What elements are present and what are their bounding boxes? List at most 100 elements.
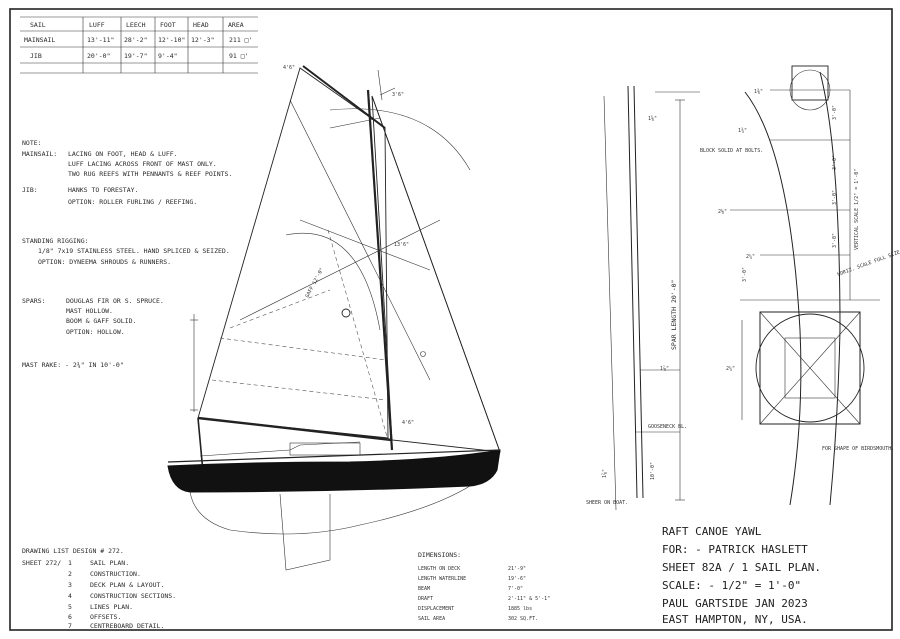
jaw-note: FOR SHAPE OF BIRDSMOUTH. — [822, 446, 894, 452]
mizzen-dim: 2⅛" — [718, 208, 727, 215]
sail-table-cell: 19'-7" — [124, 52, 147, 60]
mast-mid-label: 13'6" — [394, 242, 409, 248]
spars-note: BOOM & GAFF SOLID. — [66, 317, 136, 325]
drawing-list-item: CONSTRUCTION. — [90, 570, 141, 578]
dimension-value: 21'-9" — [508, 566, 526, 572]
drawing-list: DRAWING LIST DESIGN # 272. SHEET 272/ 1 … — [22, 547, 176, 630]
sail-table-header: SAIL — [30, 21, 46, 29]
drawing-list-no: 3 — [68, 581, 72, 589]
drawing-list-title: DRAWING LIST DESIGN # 272. — [22, 547, 124, 555]
mizzen-detail: 1⅜" 1¾" 2⅛" 2¼" 2¼" BLOCK SOLID AT BOLTS… — [700, 65, 900, 506]
dimension-label: DISPLACEMENT — [418, 606, 454, 612]
mizzen-top-dim: 1⅜" — [754, 88, 763, 95]
spars-label: SPARS: — [22, 297, 45, 305]
title-location: EAST HAMPTON, NY, USA. — [662, 613, 808, 626]
spars-note: DOUGLAS FIR OR S. SPRUCE. — [66, 297, 164, 305]
dimension-label: SAIL AREA — [418, 616, 445, 622]
mizzen-spacing: 3'-0" — [742, 267, 748, 282]
drawing-list-no: 1 — [68, 559, 72, 567]
drawing-list-no: 5 — [68, 603, 72, 611]
drawing-list-item: OFFSETS. — [90, 613, 121, 621]
sail-table: SAIL LUFF LEECH FOOT HEAD AREA MAINSAIL … — [20, 16, 258, 74]
block-note: BLOCK SOLID AT BOLTS. — [700, 148, 763, 154]
sail-table-cell: MAINSAIL — [24, 36, 55, 44]
mizzen-spacing: 3'-0" — [832, 190, 838, 205]
dimension-value: 19'-6" — [508, 576, 526, 582]
boom-end-label: 4'6" — [402, 420, 414, 426]
mizzen-dim: 2¼" — [726, 366, 735, 372]
sail-table-header: AREA — [228, 21, 244, 29]
jib-label: JIB: — [22, 186, 38, 194]
sail-table-cell: 12'-10" — [158, 36, 185, 44]
vertical-scale-label: VERTICAL SCALE 1/2" = 1'-0" — [854, 169, 860, 250]
mizzen-spacing: 3'-0" — [832, 233, 838, 248]
mainsail-label: MAINSAIL: — [22, 150, 57, 158]
sail-plan-drawing: GAFF 12'-0" 4'6" 3'6" 13'6" 4'6" — [167, 65, 501, 571]
drawing-list-no: 2 — [68, 570, 72, 578]
sail-table-header: FOOT — [160, 21, 176, 29]
dimension-label: LENGTH ON DECK — [418, 566, 460, 572]
drawing-list-no: 6 — [68, 613, 72, 621]
mast-mid-dim: 1⅞" — [660, 365, 669, 372]
spars-note: MAST HOLLOW. — [66, 307, 113, 315]
sail-table-header: LUFF — [89, 21, 105, 29]
spar-length-label: SPAR LENGTH 20'-0" — [670, 280, 678, 350]
mast-top-dim: 1⅝" — [648, 115, 657, 122]
drawing-list-item: DECK PLAN & LAYOUT. — [90, 581, 164, 589]
dimension-value: 7'-0" — [508, 586, 523, 592]
dimension-value: 1885 lbs — [508, 606, 532, 612]
mast-rake-note: MAST RAKE: - 2¾" IN 10'-0" — [22, 361, 124, 369]
dimension-label: BEAM — [418, 586, 430, 592]
mainsail-note: LUFF LACING ACROSS FRONT OF MAST ONLY. — [68, 160, 217, 168]
dimensions-title: DIMENSIONS: — [418, 551, 461, 559]
mast-base-dim: 10'-0" — [650, 462, 656, 480]
jib-note: HANKS TO FORESTAY. — [68, 186, 138, 194]
hull-profile — [167, 449, 501, 493]
drawing-list-no: 4 — [68, 592, 72, 600]
title-client: FOR: - PATRICK HASLETT — [662, 543, 808, 556]
drawing-list-item: SAIL PLAN. — [90, 559, 129, 567]
dimension-label: LENGTH WATERLINE — [418, 576, 466, 582]
horiz-scale-label: HORIZ. SCALE FULL SIZE. — [837, 249, 900, 278]
dimension-value: 302 SQ.FT. — [508, 616, 538, 622]
sail-table-cell: 211 □' — [229, 36, 252, 44]
sail-table-cell: 28'-2" — [124, 36, 147, 44]
gooseneck-label: GOOSENECK BL. — [648, 424, 687, 430]
sail-table-cell: 91 □' — [229, 52, 249, 60]
dimensions-block: DIMENSIONS: LENGTH ON DECK 21'-9" LENGTH… — [418, 551, 550, 622]
drawing-list-item: CENTREBOARD DETAIL. — [90, 622, 164, 630]
sail-table-header: HEAD — [193, 21, 209, 29]
title-sheet: SHEET 82A / 1 SAIL PLAN. — [662, 561, 821, 574]
gaff-label: GAFF 12'-0" — [304, 267, 325, 299]
dimension-label: DRAFT — [418, 596, 433, 602]
sail-table-cell: 9'-4" — [158, 52, 178, 60]
rigging-note: OPTION: DYNEEMA SHROUDS & RUNNERS. — [38, 258, 171, 266]
title-block: RAFT CANOE YAWL FOR: - PATRICK HASLETT S… — [662, 525, 821, 626]
sheet-border — [9, 8, 893, 631]
jib-note: OPTION: ROLLER FURLING / REEFING. — [68, 198, 197, 206]
sheer-label: SHEER ON BOAT. — [586, 500, 628, 506]
mizzen-spacing: 3'-0" — [832, 105, 838, 120]
mast-detail: SPAR LENGTH 20'-0" GOOSENECK BL. SHEER O… — [586, 85, 700, 511]
rigging-note: 1/8" 7x19 STAINLESS STEEL. HAND SPLICED … — [38, 247, 230, 255]
title-scale: SCALE: - 1/2" = 1'-0" — [662, 579, 801, 592]
rigging-label: STANDING RIGGING: — [22, 237, 89, 245]
mizzen-dim: 1¾" — [738, 128, 747, 134]
sail-table-cell: JIB — [30, 52, 42, 60]
drawing-list-item: LINES PLAN. — [90, 603, 133, 611]
drawing-list-no: 7 — [68, 622, 72, 630]
peak-label: 4'6" — [283, 65, 295, 71]
mainsail-note: LACING ON FOOT, HEAD & LUFF. — [68, 150, 178, 158]
mast-top-label: 3'6" — [392, 92, 404, 98]
mainsail-note: TWO RUG REEFS WITH PENNANTS & REEF POINT… — [68, 170, 232, 178]
notes-title: NOTE: — [22, 139, 42, 147]
dimension-value: 2'-11" & 5'-1" — [508, 596, 550, 602]
title-designer: PAUL GARTSIDE JAN 2023 — [662, 597, 808, 610]
notes-block: NOTE: MAINSAIL: LACING ON FOOT, HEAD & L… — [22, 139, 232, 369]
drawing-list-item: CONSTRUCTION SECTIONS. — [90, 592, 176, 600]
sail-table-cell: 20'-0" — [87, 52, 110, 60]
title-boat: RAFT CANOE YAWL — [662, 525, 762, 538]
sail-table-cell: 13'-11" — [87, 36, 114, 44]
drawing-list-sheet: SHEET 272/ — [22, 559, 61, 567]
spars-note: OPTION: HOLLOW. — [66, 328, 125, 336]
